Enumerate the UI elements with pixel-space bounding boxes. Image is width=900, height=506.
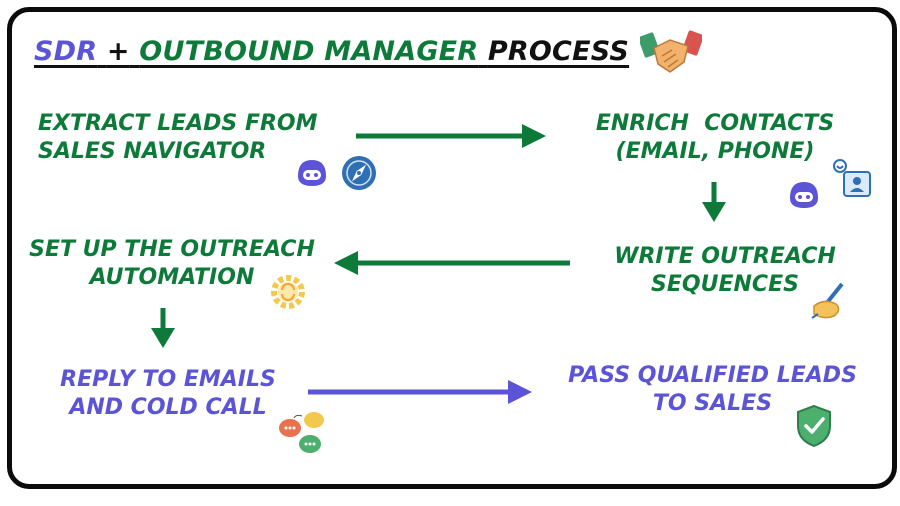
step-enrich-contacts: ENRICH CONTACTS (EMAIL, PHONE) <box>595 111 835 164</box>
arrow-write-to-setup <box>334 251 570 275</box>
step-setup-automation: SET UP THE OUTREACH AUTOMATION <box>29 237 315 290</box>
arrow-reply-to-pass <box>308 380 532 404</box>
robot-icon <box>786 178 822 216</box>
step-pass-leads: PASS QUALIFIED LEADS TO SALES <box>568 363 857 416</box>
step-reply-cold-call: REPLY TO EMAILS AND COLD CALL <box>60 367 276 420</box>
step-extract-leads: EXTRACT LEADS FROM SALES NAVIGATOR <box>38 111 318 164</box>
page-title: SDR + OUTBOUND MANAGER PROCESS <box>34 36 629 67</box>
diagram-frame <box>7 7 897 489</box>
title-process: PROCESS <box>487 36 630 67</box>
compass-icon <box>340 154 378 196</box>
title-manager: OUTBOUND MANAGER <box>139 36 479 67</box>
contact-card-icon <box>830 156 874 204</box>
title-sdr: SDR <box>34 36 98 67</box>
robot-icon <box>294 156 330 194</box>
arrow-extract-to-enrich <box>356 124 546 148</box>
handshake-icon <box>638 26 704 82</box>
gear-cycle-icon <box>268 272 308 316</box>
title-plus: + <box>106 36 130 67</box>
arrow-setup-to-reply <box>151 308 175 348</box>
writing-hand-icon <box>808 280 852 326</box>
arrow-enrich-to-write <box>702 182 726 222</box>
shield-check-icon <box>796 404 832 452</box>
chat-bubbles-icon <box>276 410 332 462</box>
step-write-sequences: WRITE OUTREACH SEQUENCES <box>614 244 836 297</box>
